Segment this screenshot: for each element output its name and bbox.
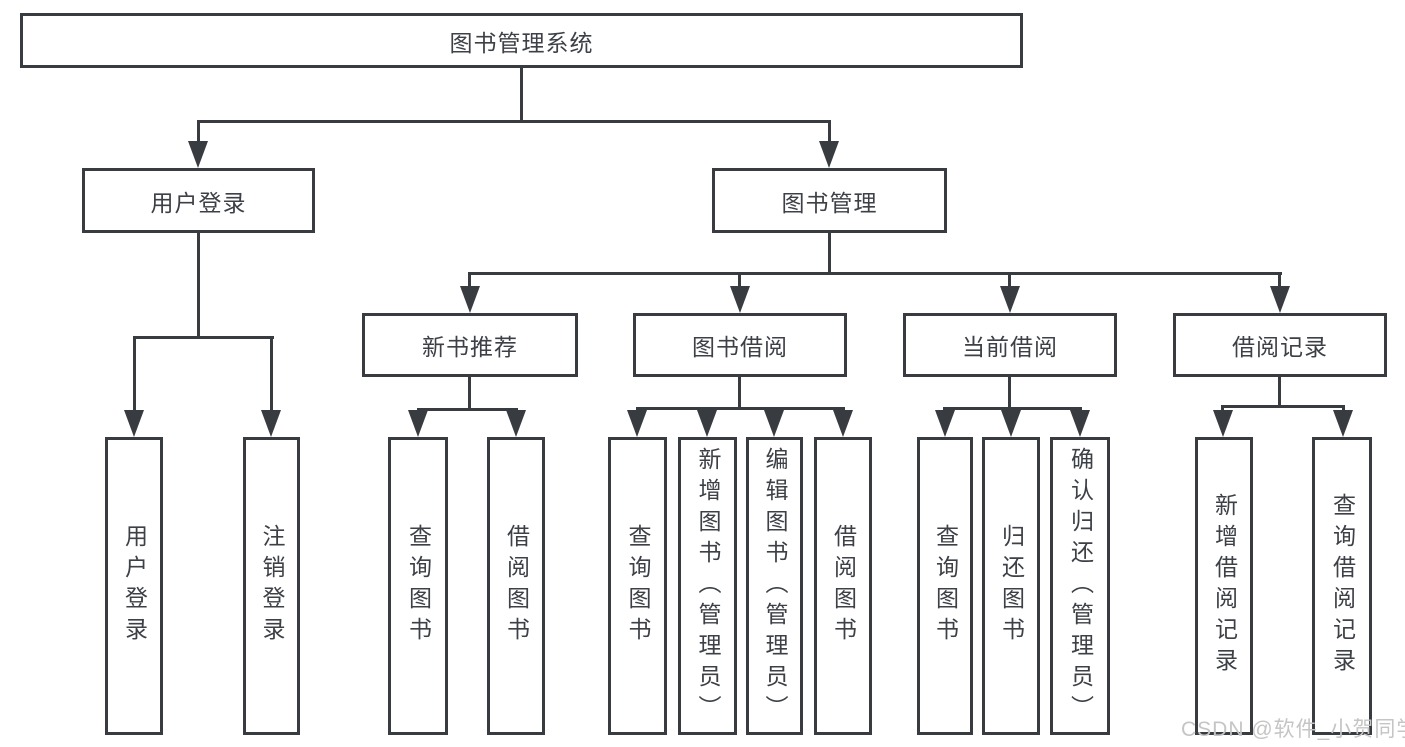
arrow-down-icon xyxy=(1333,410,1353,437)
arrow-down-icon xyxy=(1213,410,1233,437)
leaf-label: 借阅图书 xyxy=(830,524,857,648)
connector-line xyxy=(1278,272,1281,289)
leaf-label: 确认归还（管理员） xyxy=(1067,446,1094,726)
connector-line xyxy=(1008,377,1011,410)
leaf-query-borrow-record: 查询借阅记录 xyxy=(1312,437,1372,735)
node-user-login: 用户登录 xyxy=(82,168,315,233)
connector-line xyxy=(1278,377,1281,408)
node-book-borrowing: 图书借阅 xyxy=(633,313,847,377)
connector-line xyxy=(636,407,845,410)
leaf-label: 新增借阅记录 xyxy=(1211,493,1238,679)
leaf-label: 用户登录 xyxy=(121,524,148,648)
arrow-down-icon xyxy=(1270,286,1290,313)
leaf-label: 借阅图书 xyxy=(503,524,530,648)
arrow-down-icon xyxy=(935,410,955,437)
arrow-down-icon xyxy=(627,410,647,437)
node-book-management: 图书管理 xyxy=(712,168,947,233)
connector-line xyxy=(468,272,1282,275)
arrow-down-icon xyxy=(1000,286,1020,313)
leaf-label: 查询借阅记录 xyxy=(1329,493,1356,679)
connector-line xyxy=(197,233,200,339)
arrow-down-icon xyxy=(124,410,144,437)
leaf-logout: 注销登录 xyxy=(243,437,300,735)
leaf-query-books-1: 查询图书 xyxy=(388,437,448,735)
node-root-library-system: 图书管理系统 xyxy=(20,13,1023,68)
connector-line xyxy=(1221,405,1345,408)
connector-line xyxy=(133,336,274,339)
arrow-down-icon xyxy=(697,410,717,437)
connector-line xyxy=(520,68,523,123)
leaf-borrow-books-2: 借阅图书 xyxy=(814,437,872,735)
node-borrowing-records: 借阅记录 xyxy=(1173,313,1387,377)
leaf-confirm-return-admin: 确认归还（管理员） xyxy=(1050,437,1110,735)
arrow-down-icon xyxy=(833,410,853,437)
arrow-down-icon xyxy=(730,286,750,313)
leaf-edit-books-admin: 编辑图书（管理员） xyxy=(746,437,803,735)
leaf-label: 查询图书 xyxy=(405,524,432,648)
connector-line xyxy=(468,272,471,289)
arrow-down-icon xyxy=(188,141,208,168)
arrow-down-icon xyxy=(460,286,480,313)
connector-line xyxy=(1342,405,1345,413)
arrow-down-icon xyxy=(1001,410,1021,437)
leaf-label: 查询图书 xyxy=(932,524,959,648)
connector-line xyxy=(828,120,831,144)
connector-line xyxy=(1008,272,1011,289)
connector-line xyxy=(738,272,741,289)
leaf-add-books-admin: 新增图书（管理员） xyxy=(678,437,737,735)
connector-line xyxy=(943,407,1082,410)
connector-line xyxy=(197,120,831,123)
leaf-borrow-books-1: 借阅图书 xyxy=(487,437,545,735)
leaf-query-books-2: 查询图书 xyxy=(608,437,667,735)
node-new-book-recommend: 新书推荐 xyxy=(362,313,578,377)
node-current-borrowing: 当前借阅 xyxy=(903,313,1117,377)
leaf-query-books-3: 查询图书 xyxy=(917,437,973,735)
arrow-down-icon xyxy=(819,141,839,168)
leaf-add-borrow-record: 新增借阅记录 xyxy=(1195,437,1253,735)
leaf-label: 归还图书 xyxy=(998,524,1025,648)
connector-line xyxy=(197,120,200,144)
arrow-down-icon xyxy=(506,410,526,437)
leaf-label: 注销登录 xyxy=(259,524,285,648)
arrow-down-icon xyxy=(408,410,428,437)
connector-line xyxy=(828,233,831,275)
connector-line xyxy=(133,336,136,413)
leaf-return-books: 归还图书 xyxy=(982,437,1040,735)
connector-line xyxy=(468,377,471,411)
connector-line xyxy=(738,377,741,410)
connector-line xyxy=(1221,405,1224,413)
arrow-down-icon xyxy=(764,410,784,437)
connector-line xyxy=(417,408,518,411)
arrow-down-icon xyxy=(1070,410,1090,437)
arrow-down-icon xyxy=(261,410,281,437)
leaf-user-login: 用户登录 xyxy=(105,437,163,735)
leaf-label: 新增图书（管理员） xyxy=(695,446,721,726)
leaf-label: 编辑图书（管理员） xyxy=(762,446,788,726)
leaf-label: 查询图书 xyxy=(625,524,651,648)
connector-line xyxy=(270,336,273,413)
csdn-watermark: CSDN @软件_小贺同学 xyxy=(1181,718,1405,741)
